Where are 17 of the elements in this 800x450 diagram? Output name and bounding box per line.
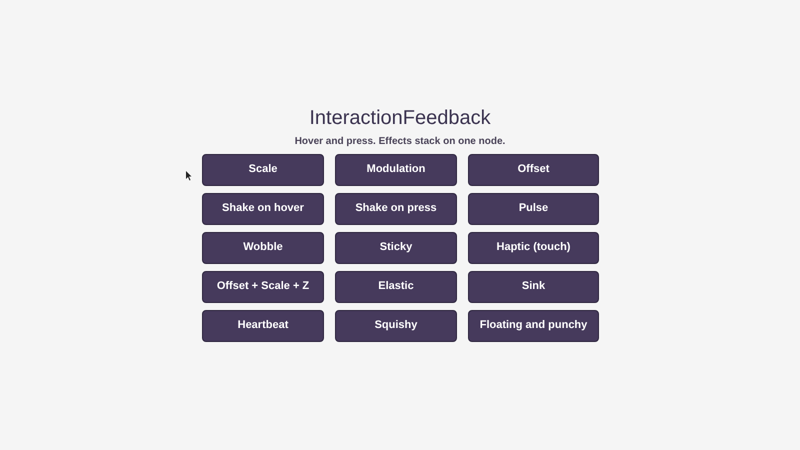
effect-button: Offset + Scale + Z (202, 271, 324, 303)
effect-button: Sticky (335, 232, 457, 264)
effect-button: Wobble (202, 232, 324, 264)
subtitle: Hover and press. Effects stack on one node. (294, 135, 506, 149)
effect-button: Heartbeat (202, 310, 324, 342)
page-title: InteractionFeedback (309, 106, 491, 131)
effect-button: Shake on hover (202, 193, 324, 225)
effect-button: Scale (202, 154, 324, 186)
effect-button: Offset (468, 154, 599, 186)
effect-button: Haptic (touch) (468, 232, 599, 264)
effect-button: Floating and punchy (468, 310, 599, 342)
effect-button: Modulation (335, 154, 457, 186)
effect-button: Elastic (335, 271, 457, 303)
effect-button: Squishy (335, 310, 457, 342)
effect-button: Pulse (468, 193, 599, 225)
effect-button: Sink (468, 271, 599, 303)
effect-button: Shake on press (335, 193, 457, 225)
